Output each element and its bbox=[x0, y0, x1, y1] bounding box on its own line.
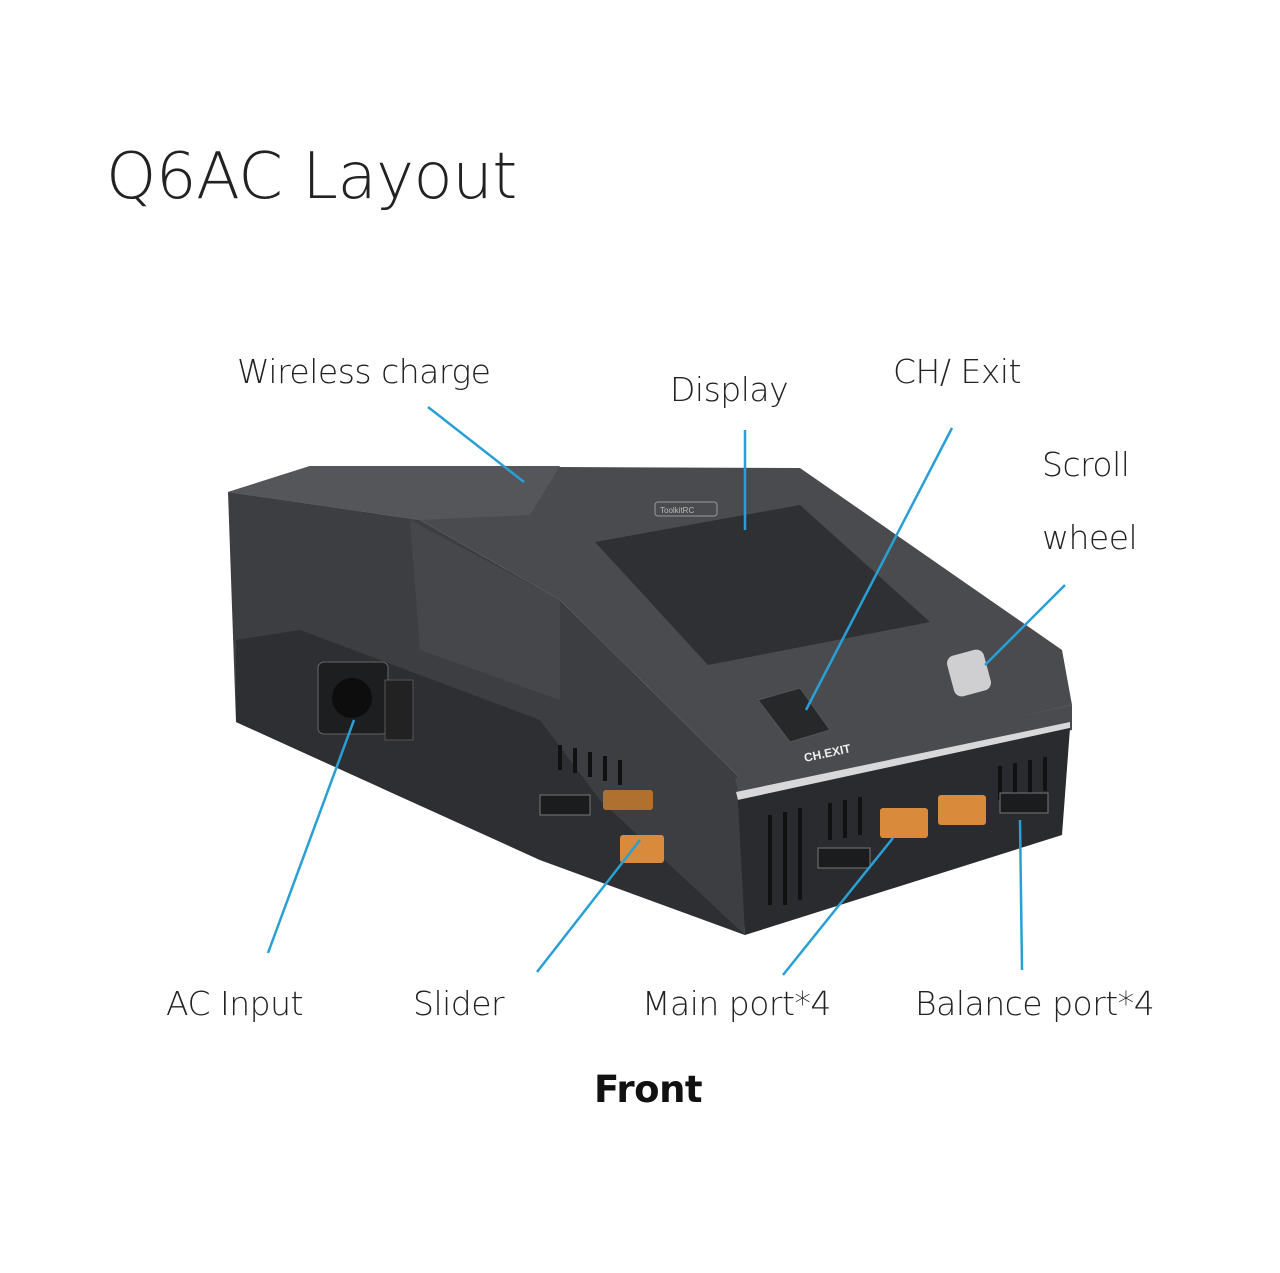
callout-line-ch-exit bbox=[804, 427, 954, 711]
callout-line-balance bbox=[1018, 819, 1024, 971]
label-display: Display bbox=[670, 370, 789, 409]
callout-line-scroll bbox=[984, 584, 1066, 666]
label-ac-input: AC Input bbox=[166, 984, 303, 1023]
device-panel-seam bbox=[410, 520, 560, 700]
page-title: Q6AC Layout bbox=[106, 140, 517, 214]
callout-line-wireless bbox=[427, 406, 525, 483]
ch-exit-button bbox=[757, 687, 831, 743]
label-balance-port: Balance port*4 bbox=[915, 984, 1155, 1023]
power-switch bbox=[384, 679, 414, 741]
label-wheel: wheel bbox=[1042, 518, 1138, 557]
device-top bbox=[228, 466, 1072, 778]
label-main-port: Main port*4 bbox=[642, 984, 831, 1023]
label-ch-exit: CH/ Exit bbox=[893, 352, 1021, 391]
scroll-wheel bbox=[947, 649, 991, 697]
logo-badge bbox=[654, 501, 718, 517]
label-wireless-charge: Wireless charge bbox=[237, 352, 491, 391]
ac-socket-hole bbox=[332, 678, 372, 718]
view-label: Front bbox=[594, 1068, 703, 1111]
logo-marking: ToolkitRC bbox=[660, 506, 694, 515]
main-ports bbox=[603, 790, 986, 863]
label-slider: Slider bbox=[413, 984, 505, 1023]
callout-line-slider bbox=[536, 839, 641, 973]
balance-ports bbox=[539, 792, 1049, 869]
vents bbox=[558, 745, 1047, 905]
callout-line-main bbox=[782, 837, 894, 976]
label-scroll: Scroll bbox=[1042, 445, 1130, 484]
wireless-charge-pad bbox=[228, 466, 560, 520]
callout-line-ac bbox=[266, 719, 356, 954]
light-strip bbox=[736, 722, 1070, 800]
display-screen bbox=[595, 505, 930, 665]
callout-lines bbox=[266, 406, 1066, 976]
